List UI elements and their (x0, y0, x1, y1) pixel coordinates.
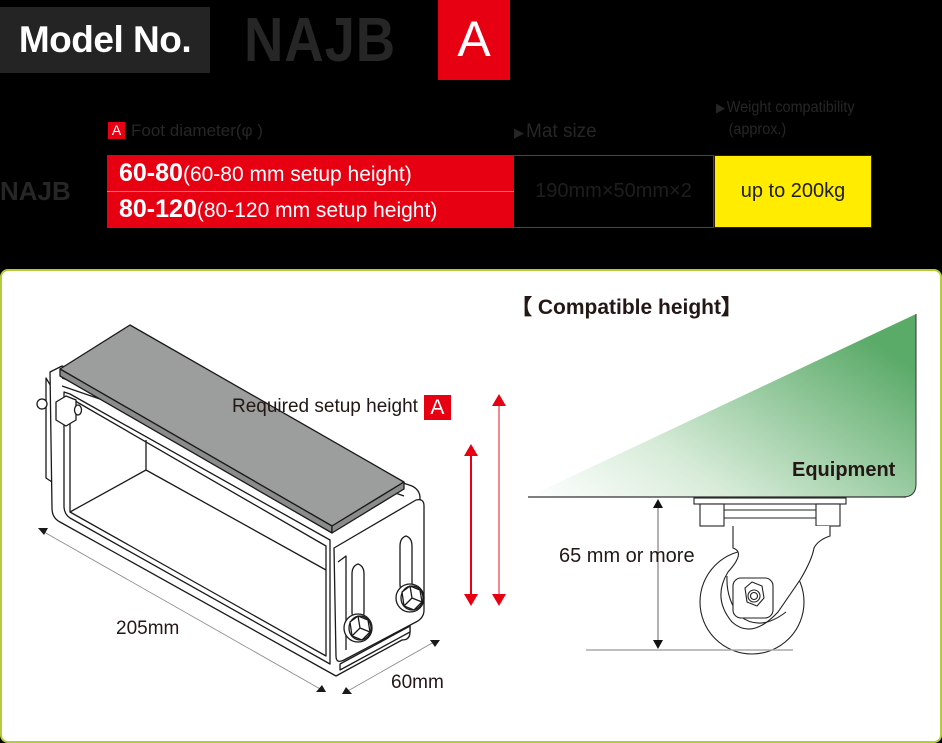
foot-option-desc: (60-80 mm setup height) (182, 163, 412, 186)
weight-header-line2: (approx.) (728, 121, 787, 138)
required-setup-height-text: Required setup height (232, 396, 418, 417)
model-number-label: Model No. (0, 7, 210, 73)
mat-size-cell: 190mm×50mm×2 (514, 155, 714, 228)
variant-a-badge: A (108, 122, 125, 139)
spec-row-label: NAJB (0, 176, 71, 206)
setup-height-arrows (464, 394, 506, 606)
equipment-label: Equipment (792, 459, 896, 481)
triangle-right-icon: ▶ (716, 100, 725, 115)
weight-header: ▶Weight compatibility (approx.) (716, 97, 855, 141)
caster-illustration (693, 497, 847, 655)
weight-header-line1: Weight compatibility (726, 99, 855, 116)
variant-a-badge: A (423, 395, 451, 420)
foot-diameter-header: A Foot diameter(φ ) (108, 121, 263, 141)
bolt-icon (395, 583, 425, 613)
model-variant-badge: A (438, 0, 510, 80)
weight-cell: up to 200kg (714, 155, 872, 228)
clearance-dimension (586, 499, 793, 651)
length-dimension-label: 205mm (116, 618, 180, 639)
clearance-label: 65 mm or more (559, 545, 695, 567)
foot-option: 80-120(80-120 mm setup height) (119, 195, 437, 224)
mat-size-header-text: Mat size (526, 121, 597, 142)
equipment-shape (528, 314, 917, 498)
foot-diameter-header-text: Foot diameter(φ ) (131, 121, 263, 140)
bolt-icon (343, 613, 373, 643)
mat-bracket-illustration (36, 324, 425, 677)
compatible-height-title: 【 Compatible height】 (511, 296, 742, 319)
foot-option-code: 60-80 (119, 159, 183, 187)
row-divider (107, 191, 514, 192)
foot-option-desc: (80-120 mm setup height) (196, 199, 438, 222)
foot-option: 60-80(60-80 mm setup height) (119, 159, 412, 188)
mat-size-header: ▶Mat size (514, 122, 597, 143)
model-code: NAJB (244, 6, 397, 75)
foot-diameter-cell: 60-80(60-80 mm setup height) 80-120(80-1… (107, 155, 514, 228)
foot-option-code: 80-120 (119, 195, 197, 223)
dimension-lines (38, 528, 440, 694)
triangle-right-icon: ▶ (514, 125, 524, 140)
width-dimension-label: 60mm (391, 672, 444, 693)
